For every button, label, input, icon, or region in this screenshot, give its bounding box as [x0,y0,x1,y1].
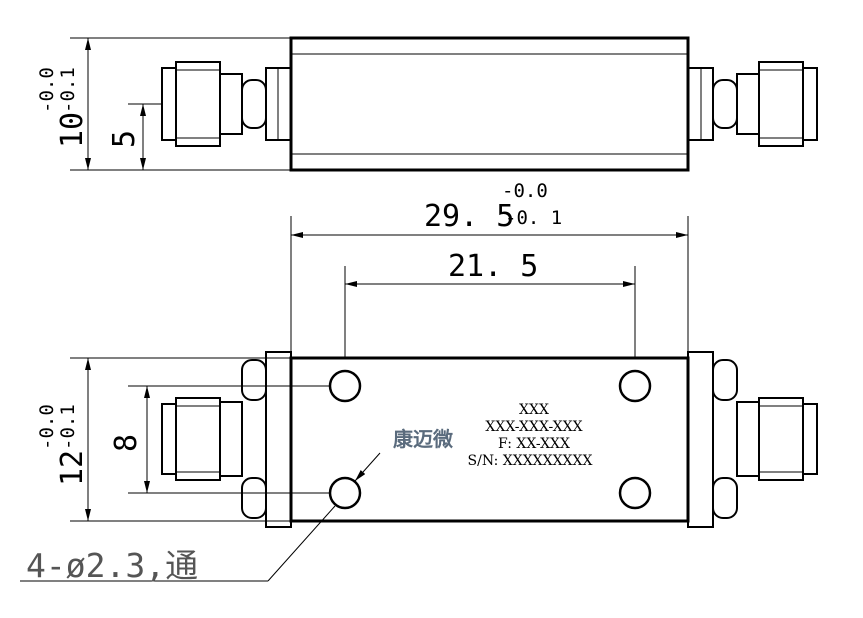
top-offset-dimension: 5 [107,103,162,170]
side-view: 12 -0.0 -0.1 8 康迈微 XXX XXX-XXX-XXX F: XX… [20,351,818,585]
top-height-lower-tol: -0.1 [57,67,79,113]
length-dimension: 29. 5 -0.0 -0. 1 [290,180,689,358]
hole-spacing-dimension: 8 [109,385,330,494]
hole-note: 4-ø2.3,通 [26,546,198,585]
top-height-nominal: 10 [55,112,90,148]
mounting-hole-top-left [328,369,362,403]
hole-pitch-value: 21. 5 [448,249,538,284]
top-right-sma-connector [687,61,818,147]
top-height-upper-tol: -0.0 [36,67,58,113]
side-view-body [289,356,690,523]
product-label: XXX XXX-XXX-XXX F: XX-XXX S/N: XXXXXXXXX [468,402,593,469]
hole-spacing-value: 8 [109,434,144,452]
top-view-body [289,36,690,172]
side-height-upper-tol: -0.0 [36,404,58,450]
brand-logo: 康迈微 [393,427,453,451]
mounting-hole-bottom-right [618,476,652,510]
label-line-2: XXX-XXX-XXX [485,419,582,435]
top-height-dimension: 10 -0.0 -0.1 [36,37,291,171]
length-lower-tol: -0. 1 [505,207,562,229]
top-offset-value: 5 [107,130,142,148]
hole-callout: 4-ø2.3,通 [20,452,381,585]
side-right-sma-connector [687,351,818,528]
length-upper-tol: -0.0 [502,180,548,202]
side-left-sma-connector [161,351,292,528]
label-line-4: S/N: XXXXXXXXX [468,453,593,469]
mounting-hole-top-right [618,369,652,403]
side-height-lower-tol: -0.1 [57,404,79,450]
length-nominal: 29. 5 [424,199,514,234]
mounting-hole-bottom-left [328,476,362,510]
label-line-1: XXX [519,402,549,418]
top-left-sma-connector [161,61,292,147]
top-view: 10 -0.0 -0.1 5 [36,36,818,172]
side-height-nominal: 12 [55,450,90,486]
label-line-3: F: XX-XXX [498,436,570,452]
hole-pitch-dimension: 21. 5 [344,249,636,358]
side-height-dimension: 12 -0.0 -0.1 [36,357,291,522]
